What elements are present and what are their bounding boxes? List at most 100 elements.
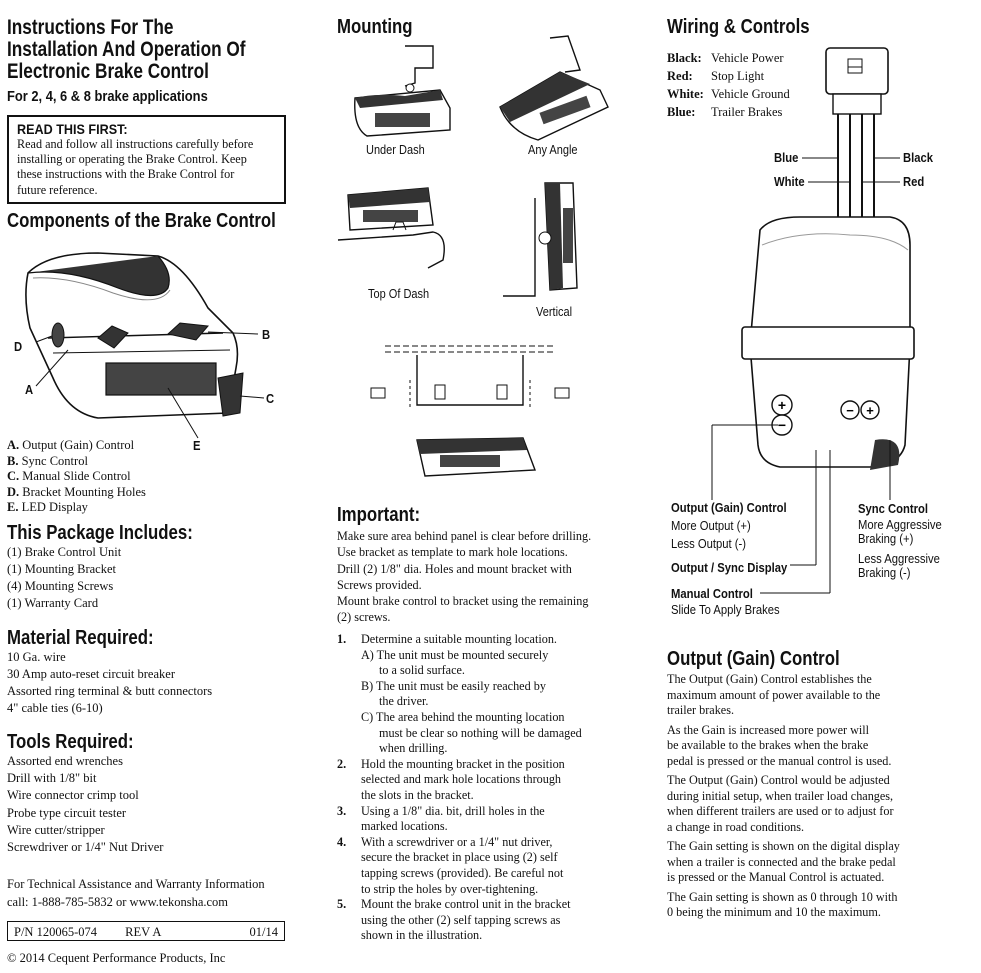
print-date: 01/14 (249, 925, 278, 939)
step-item: 1. Determine a suitable mounting locatio… (337, 632, 582, 756)
wire-label-white: White (774, 175, 805, 189)
components-heading: Components of the Brake Control (7, 210, 276, 232)
step-item: 5. Mount the brake control unit in the b… (337, 897, 571, 943)
material-item: 30 Amp auto-reset circuit breaker (7, 667, 175, 681)
output-paragraph: The Gain setting is shown on the digital… (667, 839, 900, 884)
wire-label-red: Red (903, 175, 925, 189)
material-item: 4" cable ties (6-10) (7, 701, 103, 715)
part-number: P/N 120065-074 (14, 925, 97, 939)
svg-text:+: + (866, 403, 874, 418)
tools-item: Wire connector crimp tool (7, 788, 139, 803)
sync-minus-button (840, 400, 860, 420)
important-line: Drill (2) 1/8" dia. Holes and mount brac… (337, 561, 572, 576)
output-callout-less: Less Output (-) (671, 537, 747, 551)
svg-text:−: − (846, 403, 854, 418)
package-item: (4) Mounting Screws (7, 579, 114, 593)
brake-control-illustration (25, 252, 265, 439)
tools-item: Drill with 1/8" bit (7, 771, 97, 786)
sync-callout-less: Less Aggressive (858, 552, 940, 566)
wire-label-black: Black (903, 151, 934, 165)
sync-callout-more: More Aggressive (858, 518, 942, 532)
part-number-box: P/N 120065-074 REV A 01/14 (7, 921, 285, 941)
output-control-heading: Output (Gain) Control (667, 648, 840, 670)
tools-list: Assorted end wrenches Drill with 1/8" bi… (7, 753, 163, 856)
mounting-steps: 1. Determine a suitable mounting locatio… (337, 632, 607, 944)
read-first-title: READ THIS FIRST: (17, 121, 128, 137)
callout-c: C (266, 392, 275, 406)
component-item: D. Bracket Mounting Holes (7, 484, 146, 499)
read-first-line: Read and follow all instructions careful… (17, 137, 254, 151)
read-first-line: installing or operating the Brake Contro… (17, 152, 247, 167)
any-angle-illustration (499, 35, 609, 141)
title-line: Installation And Operation Of (7, 38, 246, 61)
tools-item: Assorted end wrenches (7, 754, 123, 768)
revision: REV A (125, 925, 162, 939)
sync-callout-title: Sync Control (858, 502, 929, 516)
output-callout-more: More Output (+) (671, 519, 751, 533)
important-line: (2) screws. (337, 610, 391, 625)
package-item: (1) Brake Control Unit (7, 545, 122, 559)
assistance-line: For Technical Assistance and Warranty In… (7, 877, 265, 891)
wire-legend-item: Black:Vehicle Power (667, 51, 784, 65)
output-paragraph: The Output (Gain) Control establishes th… (667, 672, 881, 717)
caption-vertical: Vertical (536, 305, 573, 319)
callout-e: E (193, 439, 201, 453)
step-item: 4. With a screwdriver or a 1/4" nut driv… (337, 834, 564, 896)
output-callout-title: Output (Gain) Control (671, 501, 787, 515)
mounting-strap (741, 326, 915, 360)
wire-label-blue: Blue (774, 151, 799, 165)
sync-callout-more: Braking (+) (858, 532, 914, 546)
caption-any-angle: Any Angle (528, 143, 578, 157)
wire-legend-item: Red:Stop Light (667, 69, 765, 83)
step-item: 3. Using a 1/8" dia. bit, drill holes in… (337, 803, 545, 834)
wiring-diagram: + − − + (711, 47, 915, 594)
copyright: © 2014 Cequent Performance Products, Inc (7, 951, 226, 965)
sync-plus-button (860, 400, 880, 420)
material-item: Assorted ring terminal & butt connectors (7, 684, 213, 698)
callout-d: D (14, 340, 23, 354)
tools-item: Probe type circuit tester (7, 805, 127, 820)
output-control-callout: Output (Gain) Control More Output (+) Le… (671, 500, 799, 553)
package-item: (1) Mounting Bracket (7, 562, 117, 576)
doc-subtitle: For 2, 4, 6 & 8 brake applications (7, 88, 208, 105)
read-first-line: these instructions with the Brake Contro… (17, 167, 235, 182)
wire-legend-item: Blue:Trailer Brakes (667, 105, 783, 119)
package-heading: This Package Includes: (7, 522, 193, 544)
doc-title: Instructions For The Installation And Op… (7, 17, 246, 83)
sync-control-callout: Sync Control More Aggressive Braking (+)… (858, 500, 951, 580)
wire-legend-item: White:Vehicle Ground (667, 87, 790, 101)
material-item: 10 Ga. wire (7, 650, 66, 664)
caption-top-of-dash: Top Of Dash (368, 287, 430, 301)
material-heading: Material Required: (7, 627, 154, 649)
title-line: Instructions For The (7, 16, 174, 39)
display-callout: Output / Sync Display (671, 561, 788, 575)
important-line: Screws provided. (337, 577, 422, 592)
sync-callout-less: Braking (-) (858, 566, 911, 580)
package-item: (1) Warranty Card (7, 596, 99, 610)
bracket-mount-illustration (370, 345, 570, 477)
component-item: E. LED Display (7, 500, 88, 514)
output-paragraph: The Gain setting is shown as 0 through 1… (667, 889, 898, 920)
manual-control-callout: Manual Control Slide To Apply Brakes (671, 586, 792, 618)
component-item: B. Sync Control (7, 453, 88, 468)
tools-heading: Tools Required: (7, 731, 134, 753)
under-dash-illustration (354, 45, 451, 137)
read-first-line: future reference. (17, 182, 98, 197)
output-paragraph: As the Gain is increased more power will… (667, 722, 892, 768)
manual-callout-title: Manual Control (671, 587, 753, 601)
assistance-line: call: 1-888-785-5832 or www.tekonsha.com (7, 895, 229, 909)
wiring-heading: Wiring & Controls (667, 16, 810, 38)
component-item: C. Manual Slide Control (7, 469, 131, 483)
step-item: 2. Hold the mounting bracket in the posi… (337, 756, 565, 802)
material-list: 10 Ga. wire 30 Amp auto-reset circuit br… (7, 649, 212, 717)
svg-text:+: + (778, 397, 786, 413)
top-of-dash-illustration (337, 187, 445, 269)
important-line: Mount brake control to bracket using the… (337, 594, 589, 609)
important-line: Make sure area behind panel is clear bef… (337, 529, 592, 543)
tools-item: Wire cutter/stripper (7, 822, 105, 837)
package-list: (1) Brake Control Unit (1) Mounting Brac… (7, 544, 121, 612)
important-intro: Make sure area behind panel is clear bef… (337, 528, 591, 626)
output-paragraph: The Output (Gain) Control would be adjus… (667, 773, 894, 834)
mounting-heading: Mounting (337, 16, 413, 38)
title-line: Electronic Brake Control (7, 60, 209, 83)
